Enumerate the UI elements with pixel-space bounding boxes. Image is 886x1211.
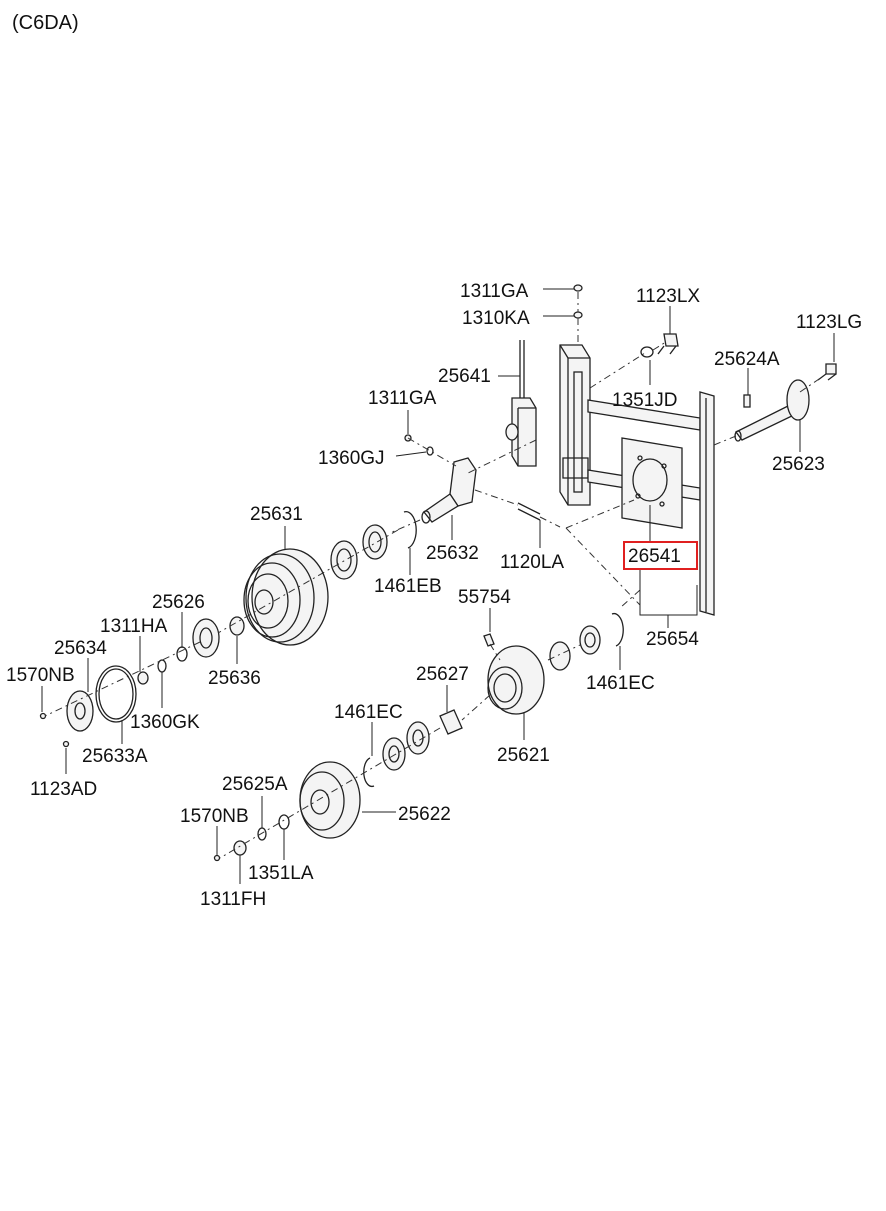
part-label[interactable]: 1120LA bbox=[500, 552, 564, 573]
part-label[interactable]: 1461EC bbox=[586, 673, 655, 694]
upper-pulley-drawing bbox=[39, 511, 417, 748]
part-label[interactable]: 25631 bbox=[250, 504, 303, 525]
center-lines bbox=[44, 292, 823, 859]
part-label[interactable]: 1311FH bbox=[200, 889, 266, 910]
part-label[interactable]: 1461EC bbox=[334, 702, 403, 723]
part-label[interactable]: 1570NB bbox=[6, 665, 75, 686]
tensioner-drawing bbox=[404, 340, 541, 524]
diagram-code: (C6DA) bbox=[12, 12, 79, 34]
part-label[interactable]: 1351JD bbox=[612, 390, 678, 411]
part-label[interactable]: 25622 bbox=[398, 804, 451, 825]
part-label[interactable]: 1311GA bbox=[460, 281, 529, 302]
part-label[interactable]: 1123LG bbox=[796, 312, 862, 333]
mounting-bracket-drawing bbox=[559, 284, 715, 616]
part-label[interactable]: 25641 bbox=[438, 366, 491, 387]
part-label[interactable]: 1360GJ bbox=[318, 448, 385, 469]
part-label[interactable]: 1311GA bbox=[368, 388, 437, 409]
part-label[interactable]: 25624A bbox=[714, 349, 780, 370]
part-label[interactable]: 25636 bbox=[208, 668, 261, 689]
part-label[interactable]: 1310KA bbox=[462, 308, 530, 329]
part-label[interactable]: 1360GK bbox=[130, 712, 200, 733]
part-label[interactable]: 1123LX bbox=[636, 286, 700, 307]
part-label[interactable]: 1351LA bbox=[248, 863, 314, 884]
part-label[interactable]: 25654 bbox=[646, 629, 699, 650]
part-label[interactable]: 25623 bbox=[772, 454, 825, 475]
part-label[interactable]: 1461EB bbox=[374, 576, 442, 597]
part-label[interactable]: 25633A bbox=[82, 746, 148, 767]
selected-part-highlight bbox=[623, 541, 698, 570]
part-label[interactable]: 25632 bbox=[426, 543, 479, 564]
shaft-drawing bbox=[734, 363, 837, 442]
part-label[interactable]: 25626 bbox=[152, 592, 205, 613]
part-label[interactable]: 1311HA bbox=[100, 616, 168, 637]
part-label[interactable]: 25625A bbox=[222, 774, 288, 795]
part-label-selected[interactable]: 26541 bbox=[628, 546, 681, 567]
part-label[interactable]: 25627 bbox=[416, 664, 469, 685]
part-label[interactable]: 1123AD bbox=[30, 779, 97, 800]
part-label[interactable]: 25621 bbox=[497, 745, 550, 766]
lower-housing-drawing bbox=[213, 612, 624, 862]
leader-lines bbox=[41, 288, 835, 884]
part-label[interactable]: 55754 bbox=[458, 587, 511, 608]
part-labels: 1311GA 1310KA 1123LX 1123LG 25641 25624A… bbox=[6, 281, 862, 910]
part-label[interactable]: 25634 bbox=[54, 638, 107, 659]
part-label[interactable]: 1570NB bbox=[180, 806, 249, 827]
